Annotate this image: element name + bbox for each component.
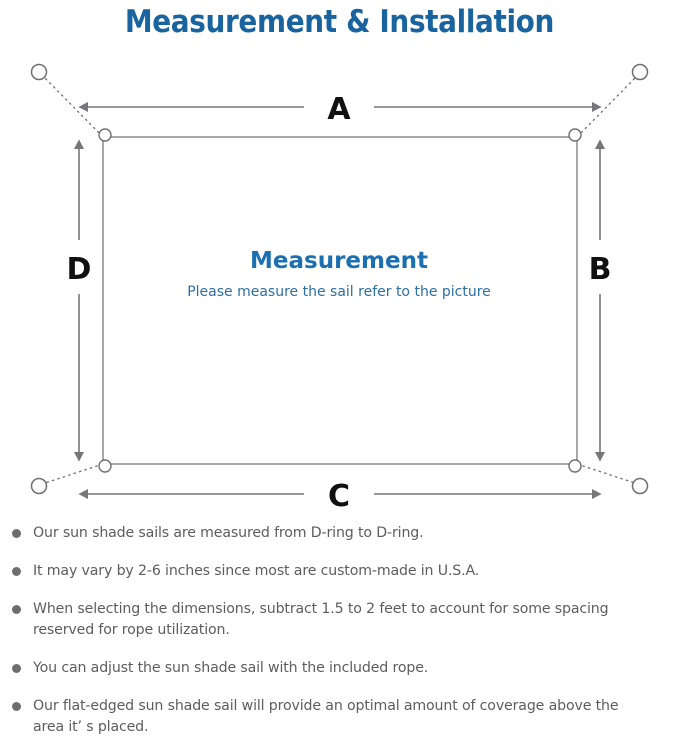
rope-lines [41,74,639,485]
bullet-icon [12,567,21,576]
d-ring-bottom-left-icon [98,459,112,473]
d-ring-top-right-icon [568,128,582,142]
dimension-label-a: A [327,92,351,127]
note-text: You can adjust the sun shade sail with t… [33,659,429,676]
list-item: When selecting the dimensions, subtract … [0,598,679,640]
list-item: You can adjust the sun shade sail with t… [0,657,679,678]
anchor-bottom-left-icon [30,477,48,495]
anchor-top-left-icon [30,63,48,81]
note-text: Our sun shade sails are measured from D-… [33,524,424,541]
rope-line-top-left [41,74,104,138]
dimension-a: A [78,92,602,127]
dimension-b: B [589,139,612,462]
bullet-icon [12,664,21,673]
dimension-c: C [78,479,602,514]
d-rings [98,128,582,473]
rope-line-bottom-left [41,463,104,485]
rope-line-bottom-right [576,463,639,485]
page-header: Measurement & Installation [0,0,679,44]
dimension-label-c: C [328,479,350,514]
list-item: Our sun shade sails are measured from D-… [0,522,679,543]
dimension-label-b: B [589,252,612,287]
dimension-d: D [67,139,92,462]
diagram-container: A C D B Measurement Please me [0,44,679,514]
bullet-icon [12,605,21,614]
list-item: Our flat-edged sun shade sail will provi… [0,695,679,737]
diagram-center-heading: Measurement [250,248,428,274]
d-ring-bottom-right-icon [568,459,582,473]
bullet-icon [12,702,21,711]
note-text: When selecting the dimensions, subtract … [33,600,609,638]
diagram-center-subtext: Please measure the sail refer to the pic… [187,284,491,300]
note-text: Our flat-edged sun shade sail will provi… [33,697,619,735]
sail-body [102,136,578,465]
anchor-top-right-icon [631,63,649,81]
rope-line-top-right [576,74,639,138]
list-item: It may vary by 2-6 inches since most are… [0,560,679,581]
sail-measurement-diagram: A C D B Measurement Please me [30,63,649,514]
anchor-bottom-right-icon [631,477,649,495]
bullet-icon [12,529,21,538]
d-ring-top-left-icon [98,128,112,142]
anchor-points [30,63,649,495]
notes-list: Our sun shade sails are measured from D-… [0,522,679,737]
page-title: Measurement & Installation [124,4,555,40]
note-text: It may vary by 2-6 inches since most are… [33,562,480,579]
dimension-label-d: D [67,252,92,287]
